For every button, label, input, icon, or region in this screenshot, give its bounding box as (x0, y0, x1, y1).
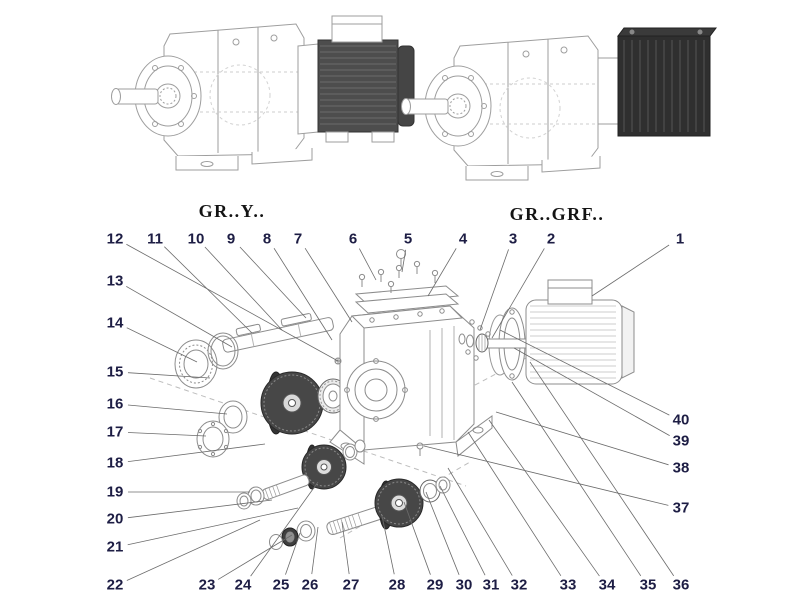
leader-line-39 (513, 347, 670, 436)
bearing-left (196, 420, 230, 458)
leader-line-6 (359, 248, 377, 281)
leader-line-12 (126, 243, 339, 362)
leader-line-37 (423, 445, 669, 506)
leader-line-20 (127, 499, 273, 519)
leader-line-34 (488, 419, 600, 577)
callout-14: 14 (106, 314, 124, 332)
leader-line-21 (127, 507, 299, 546)
callout-21: 21 (106, 538, 124, 556)
machine-drawing-gr-grf (401, 27, 717, 181)
leader-line-10 (204, 246, 283, 331)
callout-10: 10 (187, 230, 205, 248)
leader-line-4 (427, 248, 457, 297)
callout-15: 15 (106, 363, 124, 381)
leader-line-5 (401, 249, 407, 273)
exploded-view (149, 249, 635, 550)
leader-line-9 (239, 246, 307, 319)
callout-5: 5 (403, 230, 413, 248)
callout-22: 22 (106, 576, 124, 594)
leader-line-7 (304, 248, 353, 323)
callout-11: 11 (147, 230, 163, 248)
bottom-shaft-cluster (269, 476, 451, 550)
leader-line-1 (591, 244, 670, 297)
callout-32: 32 (510, 576, 528, 594)
callout-36: 36 (672, 576, 690, 594)
variant-label-gr-y: GR..Y.. (198, 201, 266, 221)
gear-large-dark (260, 371, 324, 435)
variant-label-gr-grf: GR..GRF.. (509, 204, 605, 224)
callout-27: 27 (342, 576, 360, 594)
callout-29: 29 (426, 576, 444, 594)
leader-line-31 (439, 485, 486, 576)
callout-1: 1 (675, 230, 685, 248)
gearbox-housing (329, 305, 493, 465)
callout-23: 23 (198, 576, 216, 594)
leader-line-22 (126, 519, 261, 581)
leader-line-15 (127, 372, 211, 379)
callout-17: 17 (106, 423, 124, 441)
leader-line-14 (126, 327, 198, 363)
callout-13: 13 (106, 272, 124, 290)
callout-7: 7 (293, 230, 303, 248)
leader-line-25 (285, 532, 301, 575)
leader-line-38 (495, 411, 669, 466)
callout-9: 9 (226, 230, 236, 248)
leader-line-16 (127, 404, 228, 415)
callout-25: 25 (272, 576, 290, 594)
leader-line-35 (511, 381, 642, 577)
callout-30: 30 (455, 576, 473, 594)
callout-40: 40 (672, 411, 690, 429)
callout-19: 19 (106, 483, 124, 501)
leader-line-3 (479, 249, 509, 331)
callout-39: 39 (672, 432, 690, 450)
machine-drawing-gr-y (111, 15, 415, 171)
leader-line-36 (529, 361, 675, 577)
leader-line-26 (311, 526, 319, 575)
callout-37: 37 (672, 499, 690, 517)
callout-26: 26 (301, 576, 319, 594)
leader-line-23 (217, 534, 293, 580)
leader-line-8 (273, 248, 333, 341)
callout-38: 38 (672, 459, 690, 477)
callout-16: 16 (106, 395, 124, 413)
leader-line-27 (341, 521, 350, 575)
callout-33: 33 (559, 576, 577, 594)
callout-24: 24 (234, 576, 252, 594)
leader-line-33 (467, 431, 562, 577)
leader-line-24 (250, 481, 319, 577)
callout-4: 4 (458, 230, 468, 248)
callout-18: 18 (106, 454, 124, 472)
callout-35: 35 (639, 576, 657, 594)
callout-34: 34 (598, 576, 616, 594)
spacer-ring (218, 400, 248, 434)
callout-8: 8 (262, 230, 272, 248)
motor-assembly (458, 279, 635, 385)
circlip (207, 332, 239, 370)
leader-line-32 (447, 467, 513, 576)
callout-31: 31 (482, 576, 500, 594)
callout-28: 28 (388, 576, 406, 594)
callout-3: 3 (508, 230, 518, 248)
callout-6: 6 (348, 230, 358, 248)
leader-line-17 (127, 432, 207, 437)
leader-line-2 (491, 248, 545, 339)
callout-12: 12 (106, 230, 124, 248)
leader-line-30 (425, 491, 460, 575)
output-shaft (222, 313, 334, 353)
intermediate-gear-cluster (236, 439, 366, 510)
leader-line-18 (127, 443, 266, 463)
leader-line-13 (126, 286, 233, 348)
callout-2: 2 (546, 230, 556, 248)
leader-line-29 (403, 501, 431, 575)
housing-cover (354, 249, 460, 314)
callout-20: 20 (106, 510, 124, 528)
leader-line-40 (499, 329, 670, 416)
leader-line-28 (381, 515, 395, 575)
